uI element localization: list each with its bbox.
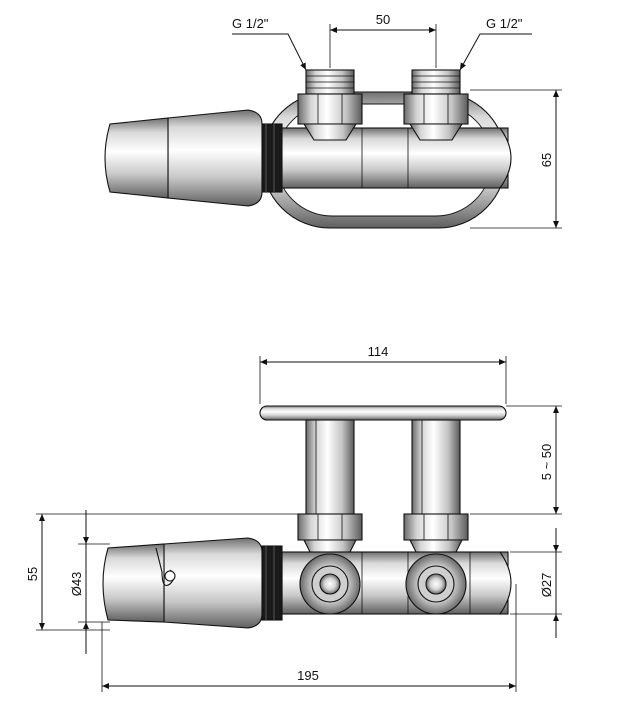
dim-body-diameter: Ø27 bbox=[539, 573, 554, 598]
dim-total-height: 55 bbox=[25, 567, 40, 581]
nut-right bbox=[403, 513, 469, 553]
thread-label-left: G 1/2" bbox=[232, 16, 269, 31]
connector-right bbox=[403, 69, 469, 141]
boss-right bbox=[405, 553, 467, 615]
dim-total-length: 195 bbox=[297, 668, 319, 683]
pipe-right bbox=[411, 419, 461, 517]
sealing-ring-front bbox=[261, 545, 283, 621]
dim-height: 65 bbox=[539, 153, 554, 167]
sealing-ring bbox=[261, 123, 283, 193]
dim-plate-width: 114 bbox=[368, 344, 389, 359]
thread-label-right: G 1/2" bbox=[486, 16, 523, 31]
thermostatic-head-front bbox=[163, 537, 263, 629]
wall-plate bbox=[259, 405, 507, 421]
boss-left bbox=[299, 553, 361, 615]
connector-left bbox=[297, 69, 363, 141]
dim-spacing: 50 bbox=[376, 12, 390, 27]
front-view: 114 5 ~ 50 Ø27 55 Ø43 195 bbox=[25, 344, 562, 692]
top-view: 50 G 1/2" G 1/2" 65 bbox=[104, 12, 562, 229]
pipe-left bbox=[305, 419, 355, 517]
dim-wall-distance: 5 ~ 50 bbox=[539, 444, 554, 481]
thermostatic-head bbox=[167, 109, 263, 207]
nut-left bbox=[297, 513, 363, 553]
dim-head-diameter: Ø43 bbox=[69, 572, 84, 597]
